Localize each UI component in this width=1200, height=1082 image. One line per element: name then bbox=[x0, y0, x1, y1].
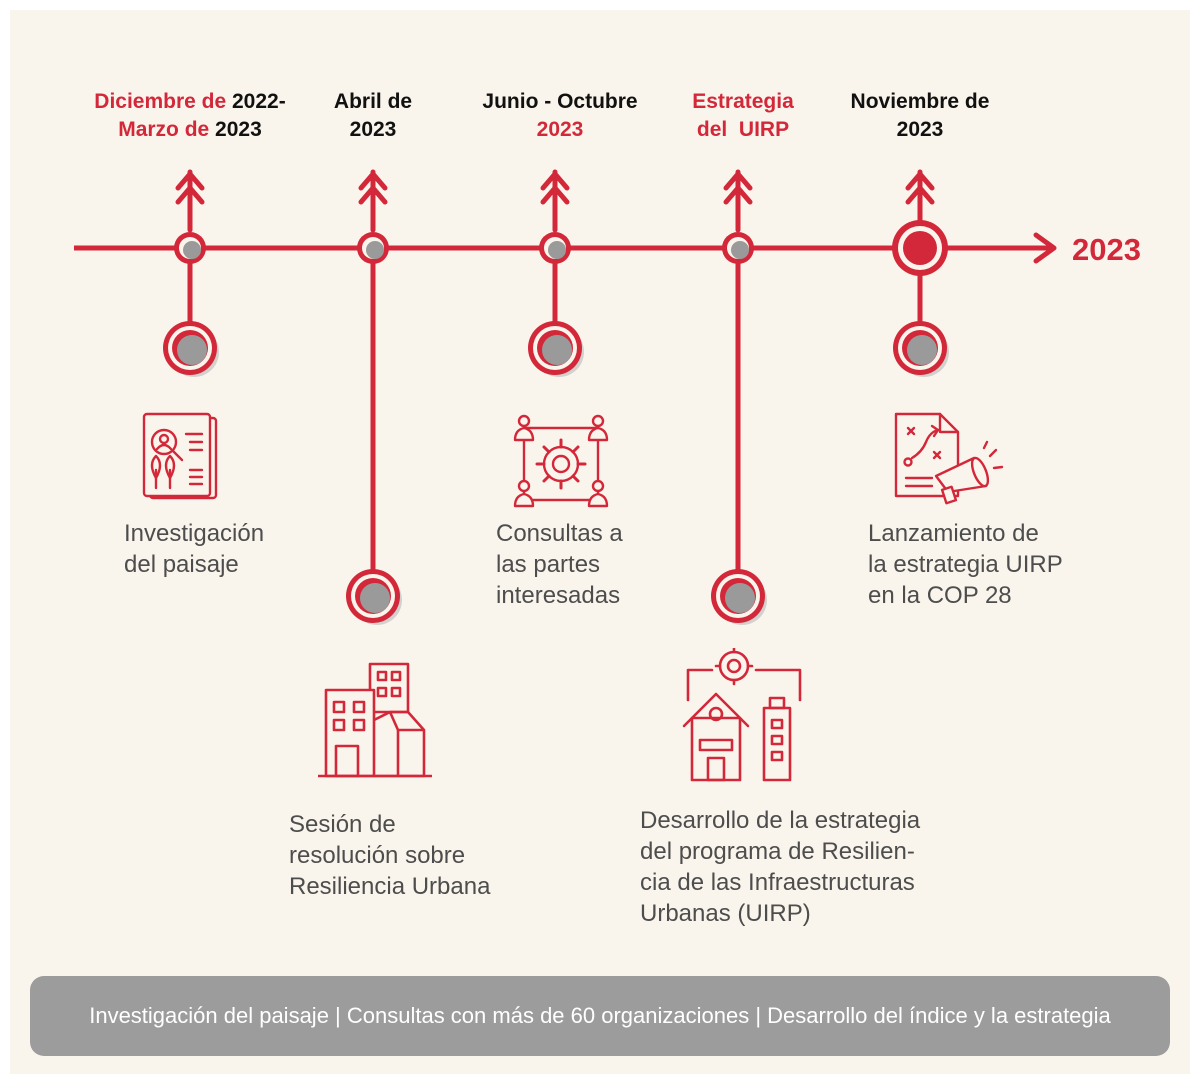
timeline-infographic: 2023 Diciembre de 2022- Marzo de 2023 Ab… bbox=[10, 10, 1190, 1074]
stakeholder-gear-icon bbox=[513, 414, 609, 508]
house-tower-gear-icon bbox=[682, 648, 802, 782]
milestone-3-date: Junio - Octubre 2023 bbox=[482, 90, 638, 141]
milestone-4-date: Estrategia del UIRP bbox=[692, 90, 794, 141]
document-research-icon bbox=[142, 412, 218, 500]
timeline-end-year: 2023 bbox=[1072, 232, 1141, 267]
timeline-graphic bbox=[74, 10, 1057, 625]
strategy-megaphone-icon bbox=[894, 412, 1004, 505]
milestone-2-connector bbox=[346, 172, 402, 625]
milestone-2-date: Abril de 2023 bbox=[333, 90, 413, 141]
milestone-3-connector bbox=[528, 172, 584, 377]
summary-footer: Investigación del paisaje | Consultas co… bbox=[30, 976, 1170, 1056]
milestone-4-connector bbox=[711, 172, 767, 625]
milestone-5-connector bbox=[892, 172, 949, 377]
milestone-1-connector bbox=[163, 172, 219, 377]
buildings-icon bbox=[318, 662, 432, 778]
milestone-1-date: Diciembre de 2022- Marzo de 2023 bbox=[94, 90, 286, 141]
milestone-5-date: Noviembre de 2023 bbox=[850, 90, 990, 141]
